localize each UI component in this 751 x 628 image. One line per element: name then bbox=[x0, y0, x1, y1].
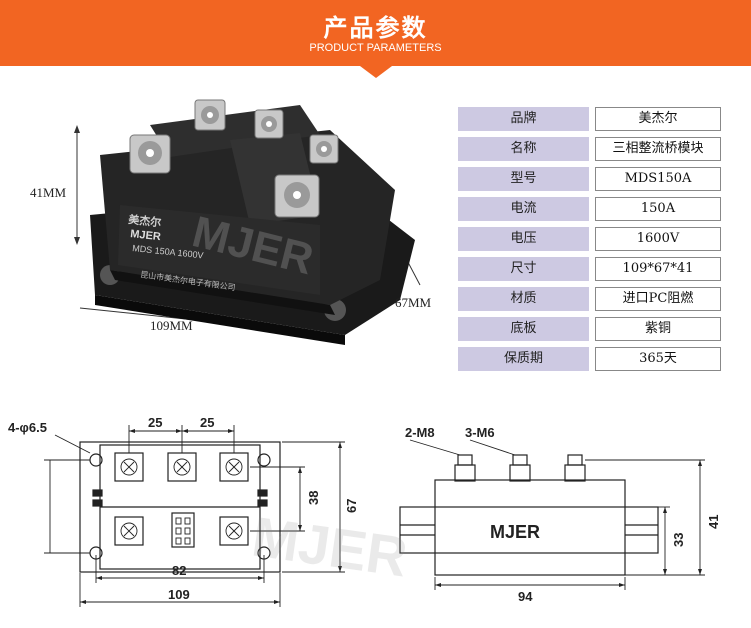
page-title: 产品参数 bbox=[323, 14, 428, 42]
spec-row: 电流 150A bbox=[458, 194, 722, 224]
total-height-label: 41 bbox=[706, 515, 721, 529]
spec-value: 109*67*41 bbox=[595, 257, 721, 281]
spec-label: 材质 bbox=[458, 287, 589, 311]
module-logo-text: 美杰尔 bbox=[128, 212, 162, 229]
technical-drawings: 4-φ6.5 25 25 38 67 82 109 bbox=[0, 405, 751, 624]
module-brand-text: MJER bbox=[130, 228, 162, 243]
body-height-label: 33 bbox=[671, 533, 686, 547]
spec-value: 美杰尔 bbox=[595, 107, 721, 131]
header-banner bbox=[0, 0, 751, 66]
product-photo: 美杰尔 MJER MDS 150A 1600V 昆山市美杰尔电子有限公司 MJE… bbox=[0, 95, 455, 395]
side-brand-label: MJER bbox=[490, 522, 540, 542]
height-dimension-label: 41MM bbox=[30, 185, 67, 200]
spec-table: 品牌 美杰尔 名称 三相整流桥模块 型号 MDS150A 电流 150A 电压 … bbox=[458, 104, 722, 374]
inner-height-label: 38 bbox=[306, 491, 321, 505]
spec-row: 品牌 美杰尔 bbox=[458, 104, 722, 134]
spec-row: 保质期 365天 bbox=[458, 344, 722, 374]
drawing-watermark: MJER bbox=[248, 504, 411, 588]
header-notch bbox=[360, 66, 392, 78]
side-view-drawing bbox=[399, 454, 659, 576]
overall-length-label: 109 bbox=[168, 587, 190, 602]
spec-label: 底板 bbox=[458, 317, 589, 341]
spec-row: 型号 MDS150A bbox=[458, 164, 722, 194]
top-view-drawing bbox=[79, 441, 281, 573]
spec-row: 名称 三相整流桥模块 bbox=[458, 134, 722, 164]
length-dimension-label: 109MM bbox=[150, 318, 193, 333]
screw-b-label: 3-M6 bbox=[465, 425, 495, 440]
spec-value: 150A bbox=[595, 197, 721, 221]
spec-label: 保质期 bbox=[458, 347, 589, 371]
spec-label: 型号 bbox=[458, 167, 589, 191]
outer-height-label: 67 bbox=[344, 499, 359, 513]
spec-value: 进口PC阻燃 bbox=[595, 287, 721, 311]
spec-label: 电流 bbox=[458, 197, 589, 221]
spec-value: 365天 bbox=[595, 347, 721, 371]
body-length-label: 94 bbox=[518, 589, 533, 604]
width-dimension-label: 67MM bbox=[395, 295, 432, 310]
spec-label: 品牌 bbox=[458, 107, 589, 131]
pitch-a-label: 25 bbox=[148, 415, 162, 430]
spec-label: 名称 bbox=[458, 137, 589, 161]
spec-value: 1600V bbox=[595, 227, 721, 251]
spec-value: 三相整流桥模块 bbox=[595, 137, 721, 161]
spec-row: 电压 1600V bbox=[458, 224, 722, 254]
spec-row: 底板 紫铜 bbox=[458, 314, 722, 344]
hole-label: 4-φ6.5 bbox=[8, 420, 47, 435]
page-subtitle: PRODUCT PARAMETERS bbox=[309, 42, 442, 54]
spec-label: 电压 bbox=[458, 227, 589, 251]
pitch-b-label: 25 bbox=[200, 415, 214, 430]
spec-row: 尺寸 109*67*41 bbox=[458, 254, 722, 284]
spec-value: 紫铜 bbox=[595, 317, 721, 341]
spec-row: 材质 进口PC阻燃 bbox=[458, 284, 722, 314]
screw-a-label: 2-M8 bbox=[405, 425, 435, 440]
spec-value: MDS150A bbox=[595, 167, 721, 191]
spec-label: 尺寸 bbox=[458, 257, 589, 281]
hole-spacing-label: 82 bbox=[172, 563, 186, 578]
